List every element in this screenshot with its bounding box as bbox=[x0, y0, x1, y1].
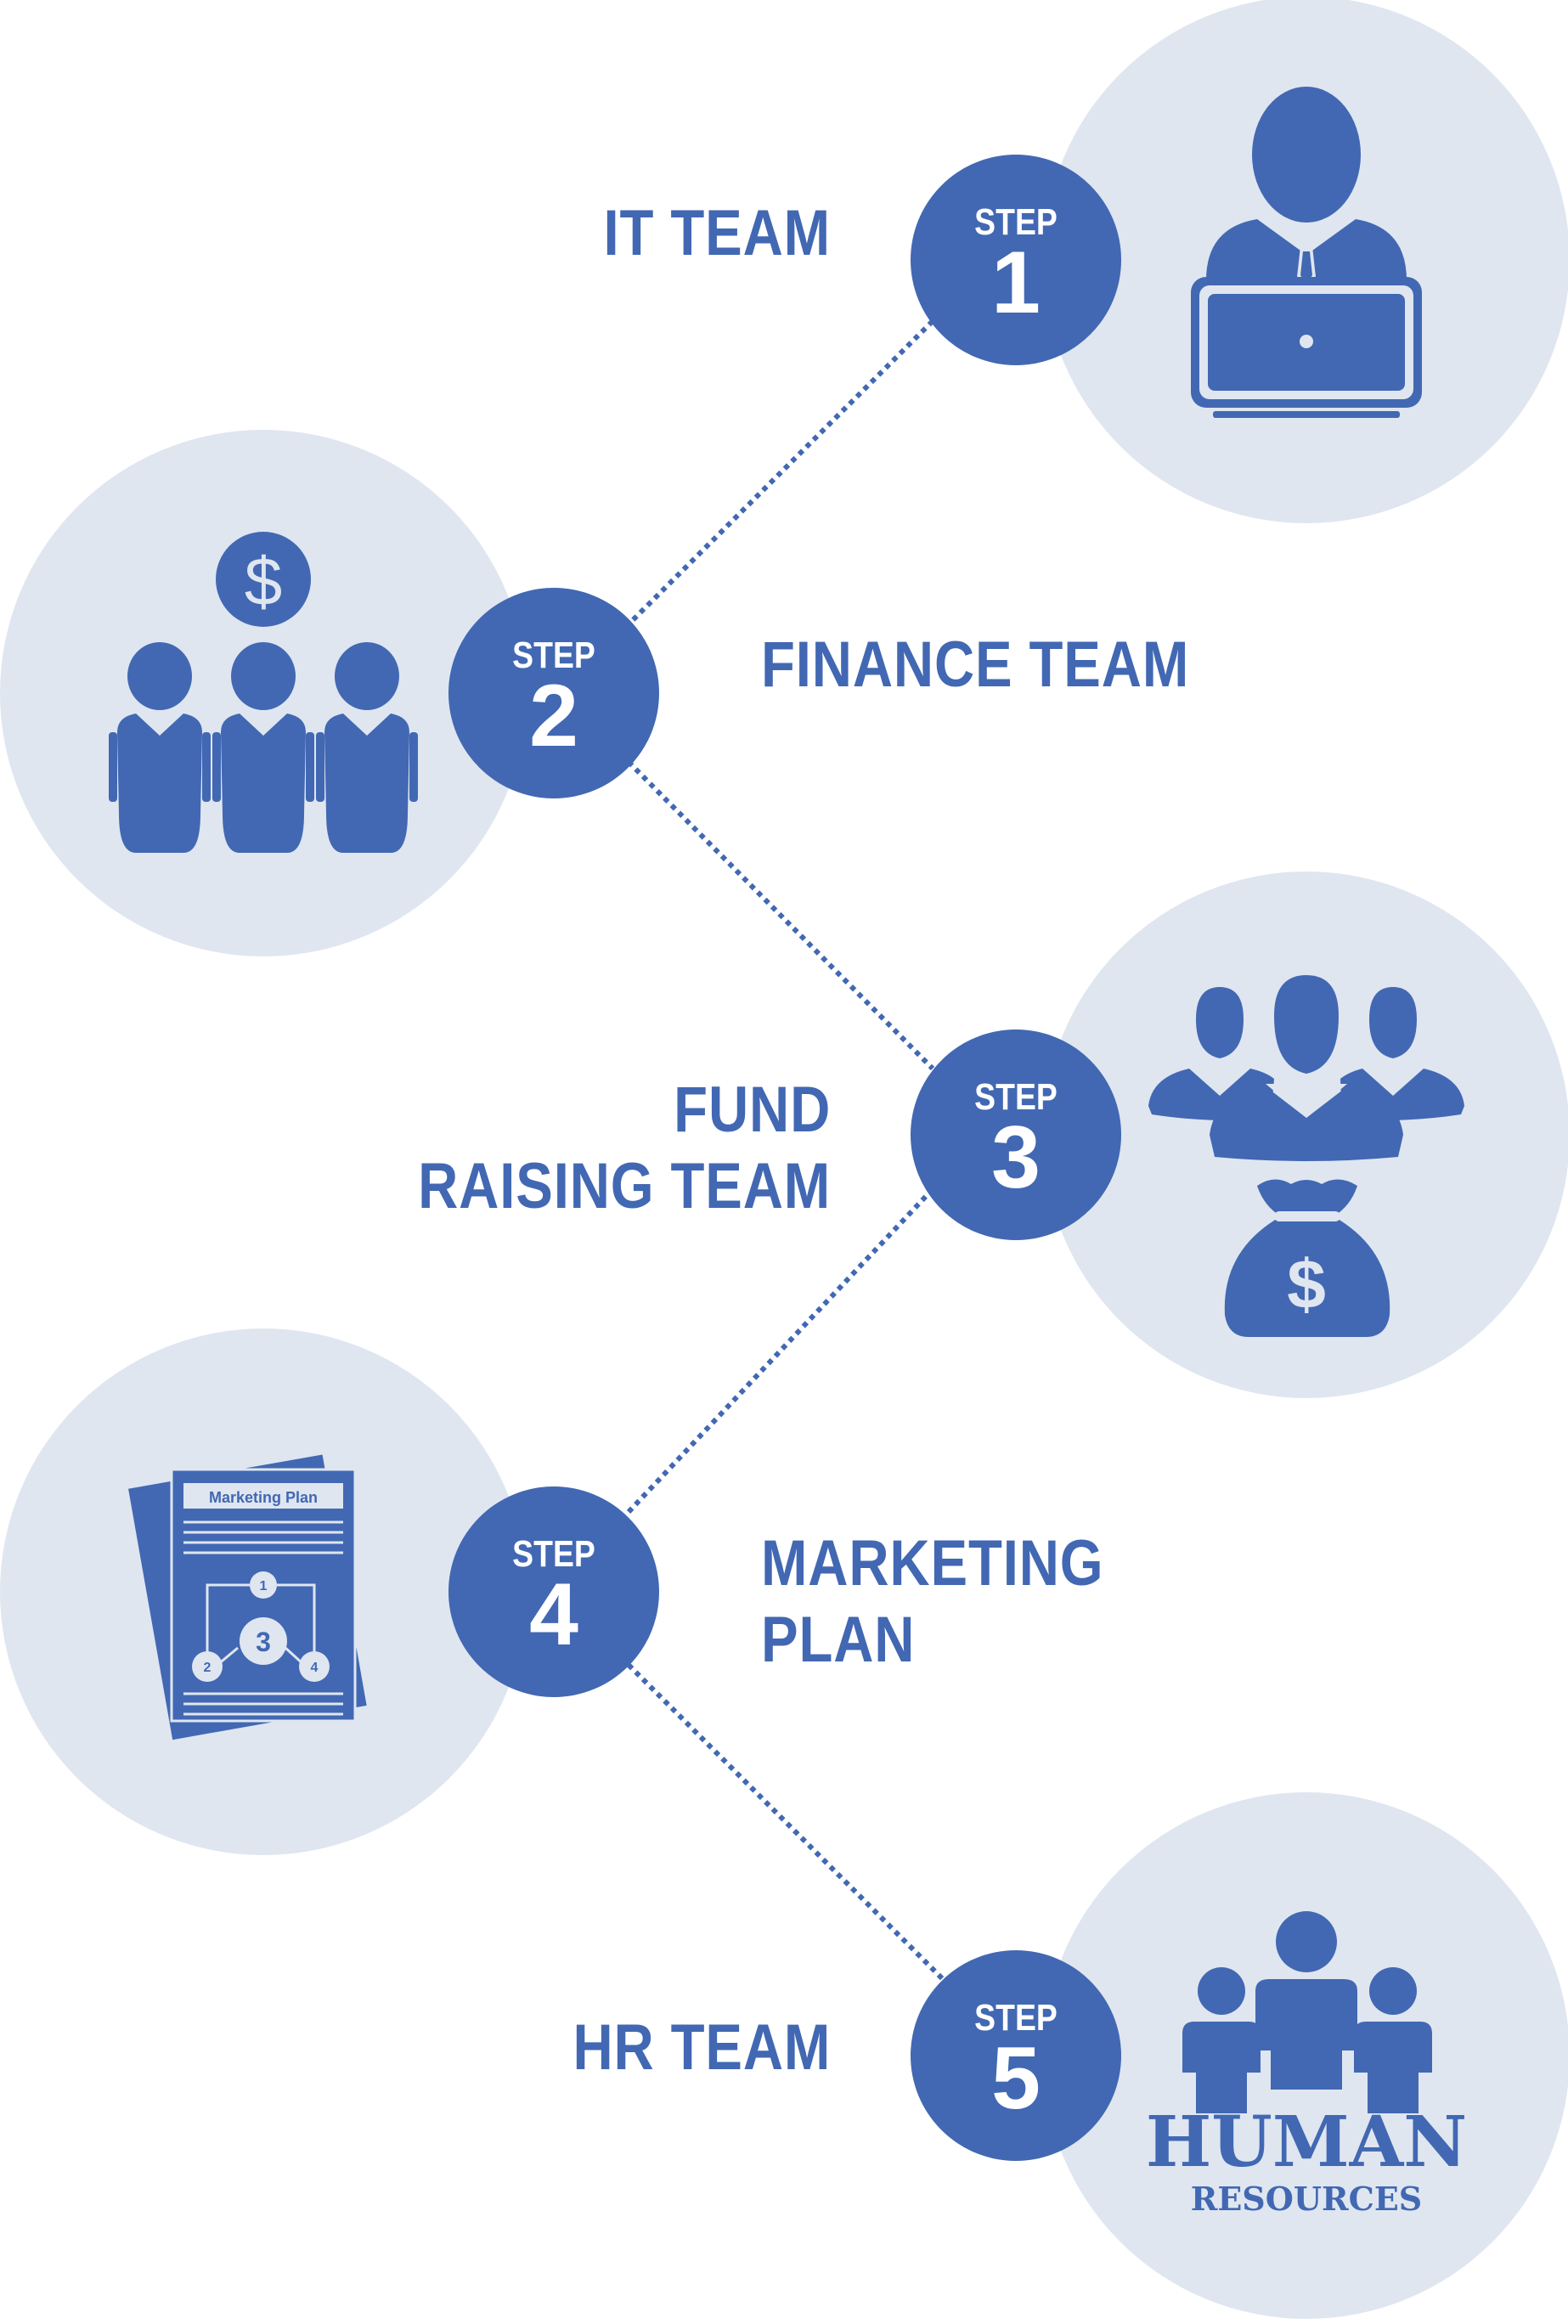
step-2-label: FINANCE TEAM bbox=[761, 627, 1189, 703]
step-number: 5 bbox=[991, 2029, 1041, 2128]
step-badge-3: STEP 3 bbox=[911, 1029, 1121, 1240]
step-number: 1 bbox=[991, 234, 1041, 332]
person-icon bbox=[316, 642, 418, 853]
step-4-label: MARKETING PLAN bbox=[761, 1526, 1104, 1678]
hr-title: HUMAN bbox=[1146, 2101, 1467, 2183]
step-word: STEP bbox=[974, 1996, 1058, 2039]
label-line: MARKETING bbox=[761, 1527, 1104, 1599]
label-line: RAISING TEAM bbox=[417, 1150, 831, 1222]
marketing-node-4: 4 bbox=[311, 1661, 319, 1675]
connector-4-5 bbox=[626, 1662, 945, 1982]
step-badge-2: STEP 2 bbox=[448, 588, 659, 798]
finance-team-icon: $ bbox=[109, 532, 418, 853]
step-word: STEP bbox=[974, 200, 1058, 243]
step-5-label: HR TEAM bbox=[572, 2010, 831, 2086]
step-number: 2 bbox=[529, 667, 578, 765]
label-line: HR TEAM bbox=[572, 2011, 831, 2084]
hr-subtitle: RESOURCES bbox=[1191, 2180, 1422, 2218]
label-line: FINANCE TEAM bbox=[761, 629, 1190, 701]
step-word: STEP bbox=[512, 1532, 595, 1575]
step-3-label: FUND RAISING TEAM bbox=[418, 1072, 831, 1225]
connector-3-4 bbox=[626, 1187, 935, 1515]
dollar-sign: $ bbox=[1287, 1246, 1326, 1323]
dollar-coin-icon bbox=[216, 532, 311, 627]
step-word: STEP bbox=[974, 1075, 1058, 1118]
person-laptop-icon bbox=[1191, 87, 1422, 418]
connector-2-3 bbox=[626, 759, 935, 1071]
person-icon bbox=[212, 642, 314, 853]
marketing-node-3: 3 bbox=[256, 1627, 271, 1657]
person-icon bbox=[109, 642, 211, 853]
step-badge-1: STEP 1 bbox=[911, 155, 1121, 365]
money-bag-icon bbox=[1224, 1179, 1390, 1337]
label-line: IT TEAM bbox=[603, 197, 831, 269]
step-number: 4 bbox=[529, 1565, 578, 1664]
dollar-sign: $ bbox=[245, 544, 283, 619]
marketing-node-2: 2 bbox=[204, 1661, 212, 1675]
fundraising-team-icon: $ bbox=[1148, 975, 1464, 1337]
step-badge-4: STEP 4 bbox=[448, 1486, 659, 1697]
label-line: PLAN bbox=[761, 1604, 916, 1676]
marketing-plan-icon: Marketing Plan 1 3 2 4 bbox=[128, 1454, 367, 1740]
connector-lines bbox=[626, 319, 945, 1982]
step-1-label: IT TEAM bbox=[604, 195, 831, 272]
human-resources-icon: HUMAN RESOURCES bbox=[1146, 1911, 1467, 2218]
step-number: 3 bbox=[991, 1108, 1041, 1207]
step-word: STEP bbox=[512, 634, 595, 676]
marketing-node-1: 1 bbox=[260, 1579, 268, 1594]
label-line: FUND bbox=[674, 1074, 831, 1146]
connector-1-2 bbox=[626, 319, 935, 627]
marketing-doc-title: Marketing Plan bbox=[209, 1489, 318, 1506]
step-badge-5: STEP 5 bbox=[911, 1950, 1121, 2161]
